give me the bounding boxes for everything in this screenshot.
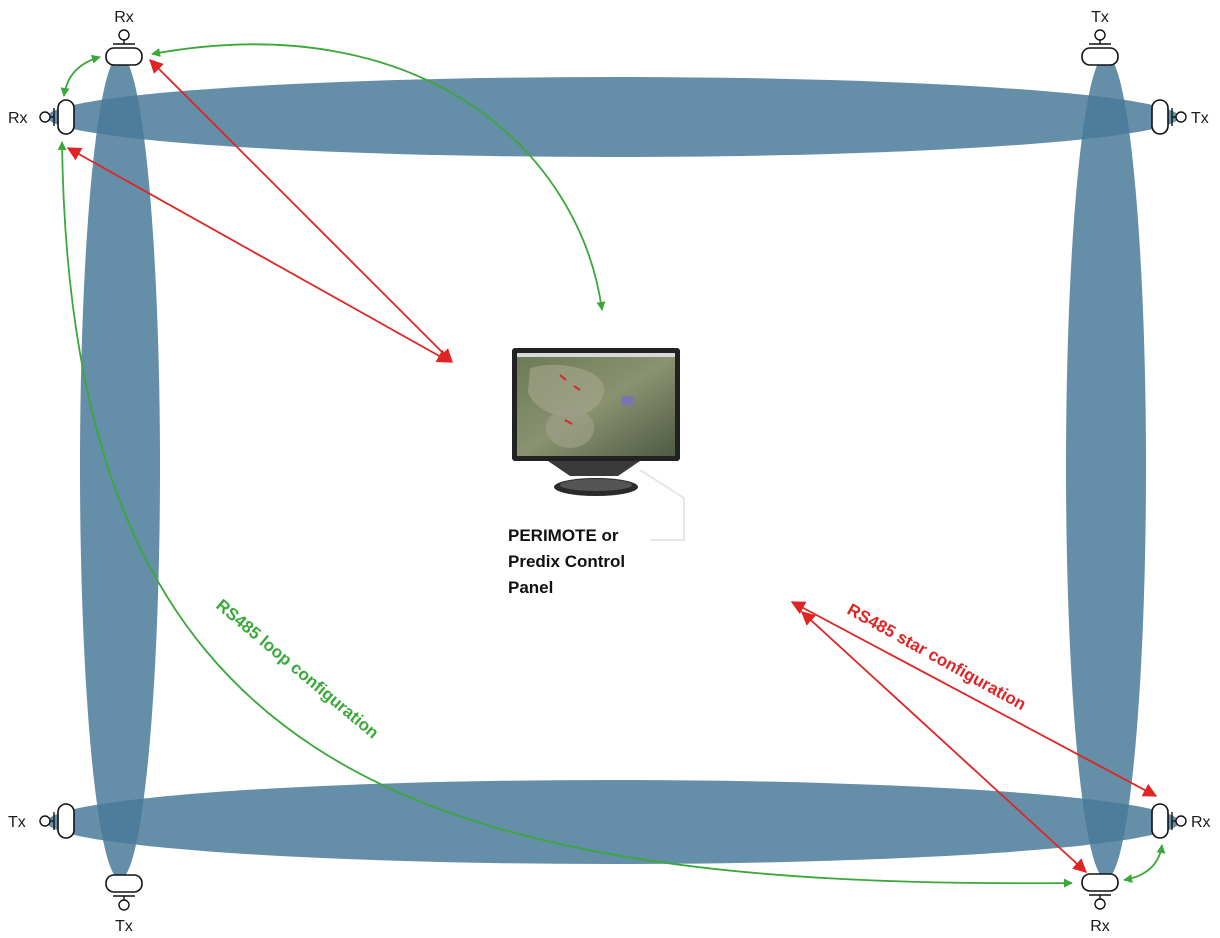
star-arrow-tl-side (66, 147, 452, 363)
loop-connections (57, 43, 1166, 888)
loop-arrow-long (57, 141, 1073, 888)
star-arrow-br-bottom (800, 611, 1088, 873)
device-label: Tx (115, 918, 133, 935)
panel-label: PERIMOTE or Predix Control Panel (508, 526, 625, 597)
star-config-label: RS485 star configuration (844, 600, 1029, 714)
device-top-right-side[interactable]: Tx (1151, 99, 1209, 135)
monitor-icon[interactable] (512, 348, 685, 541)
device-label: Rx (1090, 918, 1110, 935)
device-bottom-right-bottom[interactable]: Rx (1081, 873, 1119, 935)
device-label: Tx (1091, 9, 1109, 26)
device-bottom-left-side[interactable]: Tx (8, 803, 75, 839)
panel-label-line2: Predix Control (508, 552, 625, 571)
device-bottom-right-side[interactable]: Rx (1151, 803, 1211, 839)
beam-bottom (47, 780, 1179, 864)
device-label: Tx (1191, 110, 1209, 127)
device-label: Rx (1191, 814, 1211, 831)
device-label: Tx (8, 814, 26, 831)
device-top-right-top[interactable]: Tx (1081, 9, 1119, 66)
panel-label-line3: Panel (508, 578, 553, 597)
device-top-left-side[interactable]: Rx (8, 99, 75, 135)
beam-top (47, 77, 1179, 157)
panel-label-line1: PERIMOTE or (508, 526, 619, 545)
beam-left (80, 55, 160, 879)
loop-arrow-tl-local (60, 54, 101, 97)
device-top-left-top[interactable]: Rx (105, 9, 143, 66)
device-bottom-left-bottom[interactable]: Tx (105, 874, 143, 935)
loop-arrow-br-local (1123, 844, 1166, 884)
device-label: Rx (114, 9, 134, 26)
star-connections (66, 59, 1158, 873)
device-label: Rx (8, 110, 28, 127)
loop-config-label: RS485 loop configuration (212, 596, 382, 743)
